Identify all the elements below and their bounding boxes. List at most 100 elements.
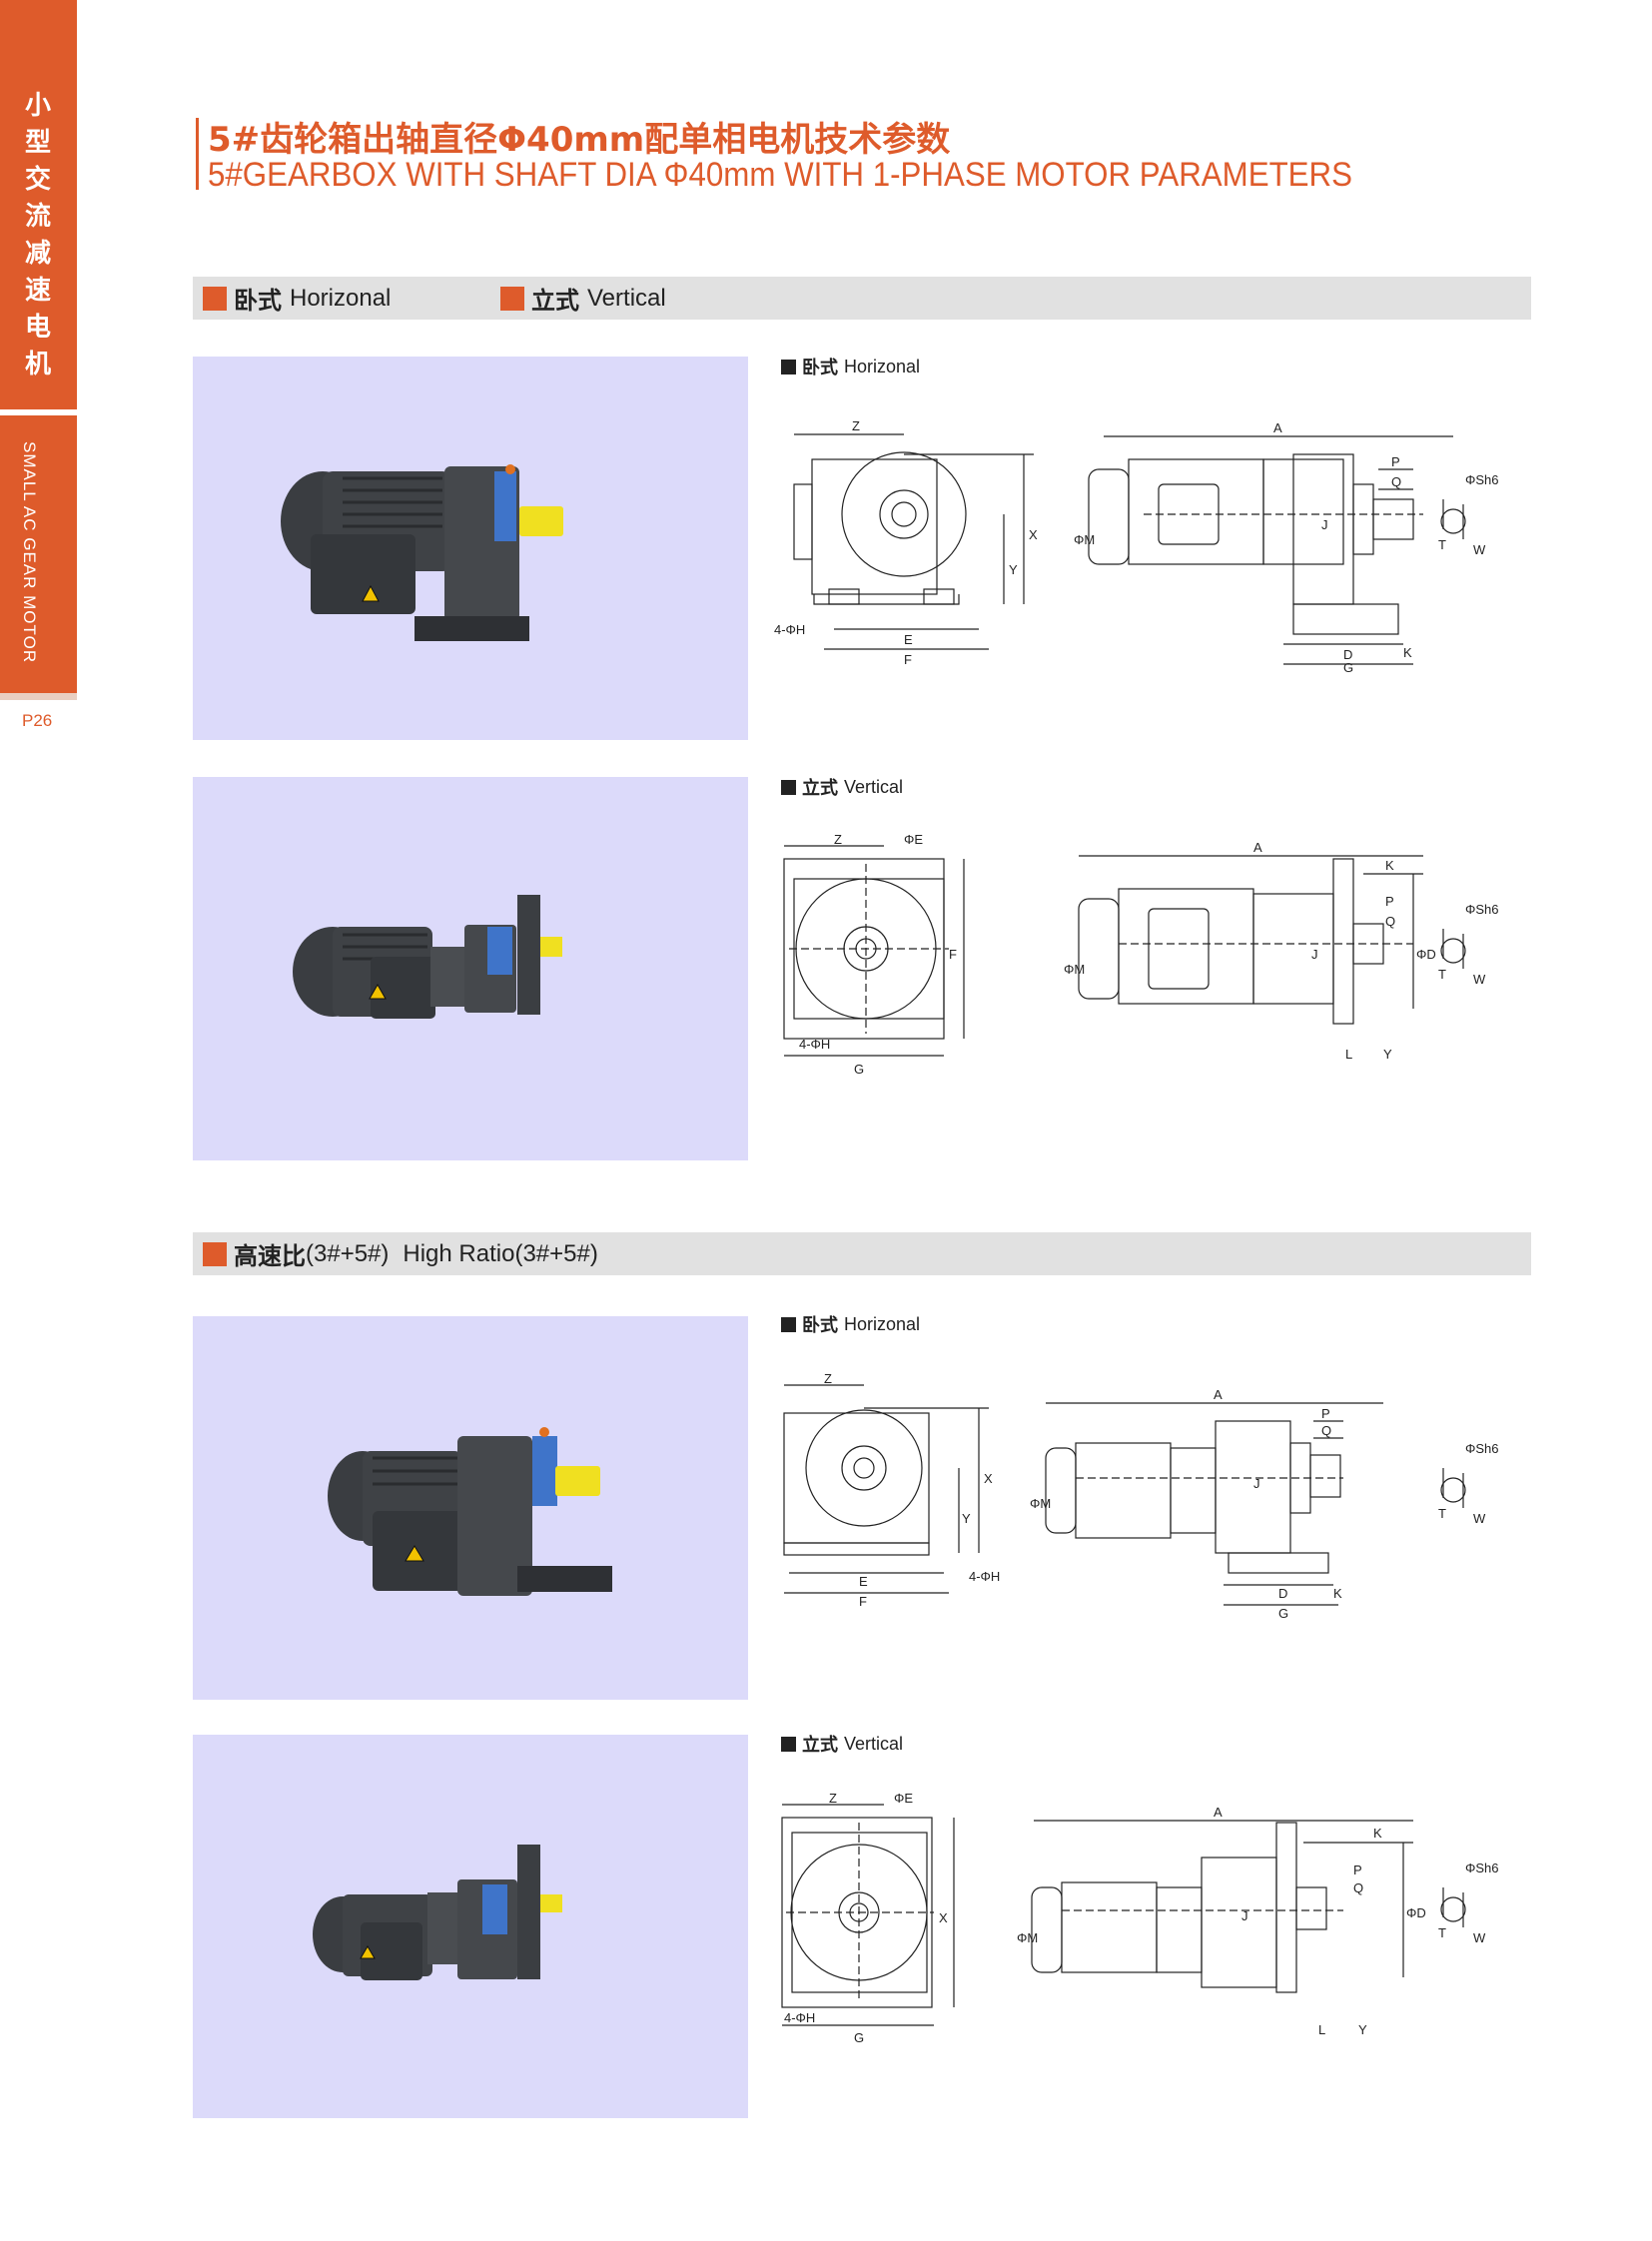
bullet-square <box>781 1316 796 1332</box>
dim-Sh6: ΦSh6 <box>1465 902 1499 917</box>
dim-L: L <box>1318 2022 1325 2037</box>
dimension-drawing-high-ratio-vertical: Z ΦE X 4-ΦH G A ΦM J K P Q ΦD L Y ΦSh6 W… <box>781 1793 1499 2045</box>
dim-M: ΦM <box>1017 1930 1038 1945</box>
dim-J: J <box>1311 947 1318 962</box>
dim-T: T <box>1438 1925 1446 1940</box>
dim-X: X <box>939 1910 948 1925</box>
dim-F: F <box>859 1594 867 1609</box>
dim-P: P <box>1385 894 1394 909</box>
dim-W: W <box>1473 972 1486 987</box>
bullet-square <box>781 359 796 374</box>
drawing-label-vertical: 立式 Vertical <box>781 774 903 800</box>
dim-J: J <box>1241 1908 1248 1923</box>
dim-Q: Q <box>1385 914 1395 929</box>
drawing-label-high-ratio-horizontal: 卧式 Horizonal <box>781 1311 920 1337</box>
sidebar-category-tab <box>0 0 77 409</box>
dim-G: G <box>1343 660 1353 674</box>
dim-Sh6: ΦSh6 <box>1465 1441 1499 1456</box>
dim-W: W <box>1473 542 1486 557</box>
dim-A: A <box>1273 420 1282 435</box>
sidebar-divider <box>0 693 77 700</box>
dim-A: A <box>1253 840 1262 855</box>
page-number: P26 <box>22 711 53 730</box>
page-title-en: 5#GEARBOX WITH SHAFT DIA Φ40mm WITH 1-PH… <box>208 156 1353 194</box>
dim-T: T <box>1438 1506 1446 1521</box>
dim-D: D <box>1278 1586 1287 1601</box>
dim-K: K <box>1403 645 1412 660</box>
dim-A: A <box>1214 1387 1223 1402</box>
product-photo-vertical <box>193 777 748 1160</box>
section-high-ratio-label: 高速比 (3#+5#) High Ratio(3#+5#) <box>203 1232 598 1275</box>
bullet-square <box>781 1736 796 1752</box>
dim-Sh6: ΦSh6 <box>1465 1861 1499 1875</box>
dim-Q: Q <box>1353 1880 1363 1895</box>
drawing-label-high-ratio-vertical: 立式 Vertical <box>781 1731 903 1757</box>
dimension-drawing-horizontal: Z X Y E F 4-ΦH A ΦM J D G K P Q ΦSh6 W T <box>774 418 1499 674</box>
dim-M: ΦM <box>1074 532 1095 547</box>
product-photo-horizontal <box>193 357 748 740</box>
section-high-ratio-bar: 高速比 (3#+5#) High Ratio(3#+5#) <box>193 1232 1531 1275</box>
product-photo-high-ratio-vertical <box>193 1735 748 2118</box>
dim-Q: Q <box>1321 1423 1331 1438</box>
dim-H: 4-ΦH <box>774 622 805 637</box>
dim-D-diameter: ΦD <box>1406 1905 1426 1920</box>
dim-W: W <box>1473 1511 1486 1526</box>
dim-P: P <box>1321 1406 1330 1421</box>
section-vertical-label: 立式 Vertical <box>500 277 666 320</box>
dim-E: E <box>904 632 913 647</box>
dim-P: P <box>1353 1863 1362 1877</box>
dim-E-diameter: ΦE <box>894 1793 913 1806</box>
dim-X: X <box>1029 527 1038 542</box>
sidebar-category-en-tab <box>0 415 77 693</box>
bullet-square <box>500 286 524 311</box>
dim-K: K <box>1333 1586 1342 1601</box>
dim-G: G <box>854 2030 864 2045</box>
dim-X: X <box>984 1471 993 1486</box>
dim-L: L <box>1345 1047 1352 1062</box>
bullet-square <box>781 779 796 795</box>
dim-M: ΦM <box>1064 962 1085 977</box>
dim-J: J <box>1321 517 1328 532</box>
dim-E: E <box>859 1574 868 1589</box>
product-photo-high-ratio-horizontal <box>193 1316 748 1700</box>
dim-G: G <box>1278 1606 1288 1621</box>
dim-Q: Q <box>1391 474 1401 489</box>
dim-Z: Z <box>834 834 842 847</box>
dim-K: K <box>1385 858 1394 873</box>
sidebar-category-cn: 小型交流减速电机 <box>24 91 51 379</box>
dimension-drawing-vertical: Z ΦE F 4-ΦH G A ΦM J K P Q ΦD L Y ΦSh6 W… <box>783 834 1499 1077</box>
dim-Z: Z <box>824 1373 832 1386</box>
dim-H: 4-ΦH <box>784 2010 815 2025</box>
dimension-drawing-high-ratio-horizontal: Z X Y E F 4-ΦH A ΦM J D G K P Q ΦSh6 W T <box>783 1373 1499 1621</box>
dim-G: G <box>854 1062 864 1077</box>
dim-F: F <box>904 652 912 667</box>
dim-D-diameter: ΦD <box>1416 947 1436 962</box>
title-accent-bar <box>196 118 199 190</box>
dim-Sh6: ΦSh6 <box>1465 472 1499 487</box>
dim-Y: Y <box>1383 1047 1392 1062</box>
dim-Y: Y <box>1009 562 1018 577</box>
sidebar-category-en: SMALL AC GEAR MOTOR <box>20 441 39 664</box>
dim-P: P <box>1391 454 1400 469</box>
dim-D: D <box>1343 647 1352 662</box>
page-title-cn: 5#齿轮箱出轴直径Φ40mm配单相电机技术参数 <box>208 120 951 160</box>
section-horizontal-label: 卧式 Horizonal <box>203 277 391 320</box>
dim-H: 4-ΦH <box>799 1037 830 1052</box>
dim-Y: Y <box>1358 2022 1367 2037</box>
dim-K: K <box>1373 1826 1382 1841</box>
dim-Y: Y <box>962 1511 971 1526</box>
dim-A: A <box>1214 1805 1223 1820</box>
dim-Z: Z <box>852 418 860 433</box>
dim-W: W <box>1473 1930 1486 1945</box>
dim-T: T <box>1438 537 1446 552</box>
dim-T: T <box>1438 967 1446 982</box>
dim-J: J <box>1253 1476 1260 1491</box>
dim-Z: Z <box>829 1793 837 1806</box>
dim-F: F <box>949 947 957 962</box>
dim-M: ΦM <box>1030 1496 1051 1511</box>
bullet-square <box>203 286 227 311</box>
section-orientation-bar: 卧式 Horizonal 立式 Vertical <box>193 277 1531 320</box>
drawing-label-horizontal: 卧式 Horizonal <box>781 354 920 379</box>
dim-H: 4-ΦH <box>969 1569 1000 1584</box>
dim-E-diameter: ΦE <box>904 834 923 847</box>
